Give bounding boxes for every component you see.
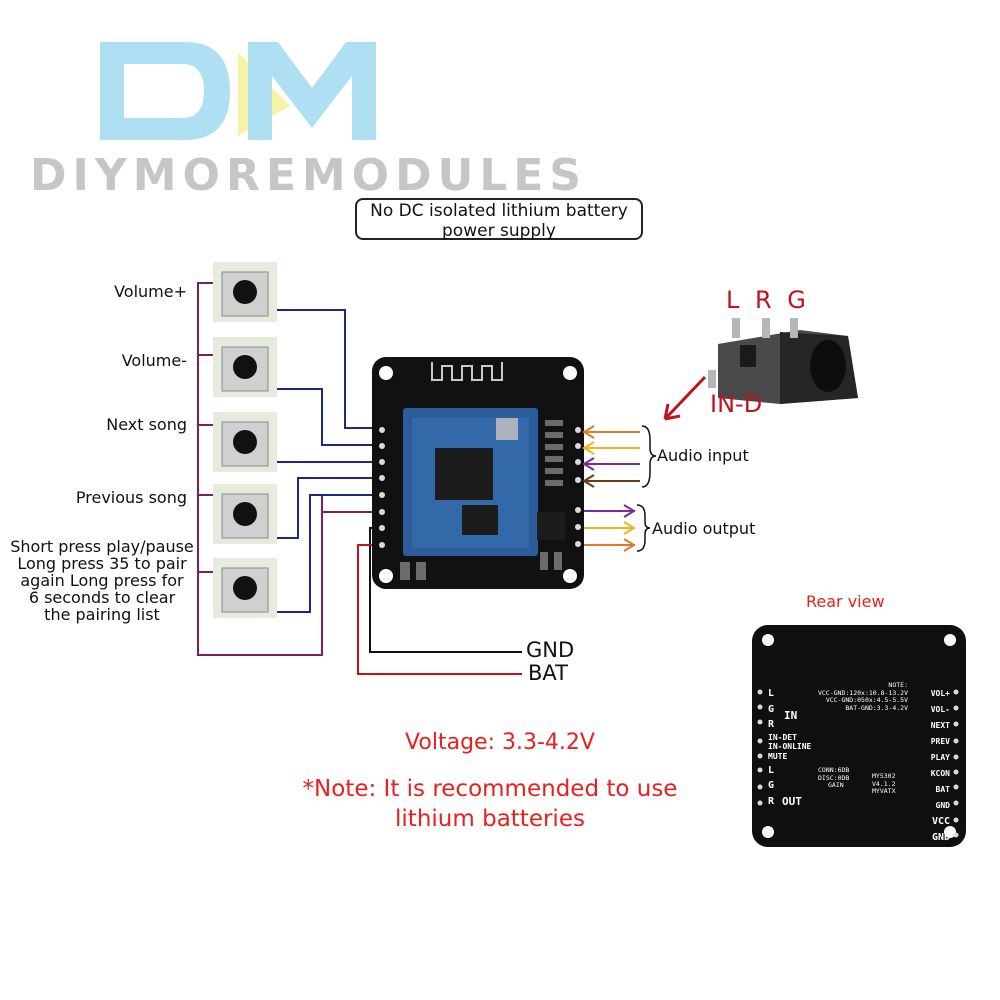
audio-input-arrows [582, 425, 657, 488]
label-gnd: GND [526, 638, 575, 662]
wire-prev [266, 477, 384, 539]
label-play-pause: Short press play/pause Long press 35 to … [10, 537, 194, 624]
main-board [372, 357, 584, 589]
button-next-img [213, 412, 277, 472]
callout-line-2: power supply [442, 221, 556, 241]
power-supply-callout: No DC isolated lithium battery power sup… [355, 198, 643, 241]
voltage-text: Voltage: 3.3-4.2V [405, 730, 595, 755]
button-volume-minus-img [213, 337, 277, 397]
audio-jack [708, 318, 858, 404]
wire-vol-plus [266, 309, 384, 429]
audio-output-arrows [584, 504, 651, 552]
rear-left-pins: L G R IN-DET IN-ONLINE MUTE L G R [768, 688, 812, 807]
jack-lrg-label: L R G [726, 286, 810, 314]
label-bat: BAT [528, 661, 568, 685]
wire-play [266, 494, 384, 613]
label-previous-song: Previous song [75, 488, 187, 507]
audio-input-label: Audio input [657, 446, 749, 465]
rear-right-pins: VOL+ VOL- NEXT PREV PLAY KCON BAT GND VC… [930, 689, 950, 843]
button-prev-img [213, 484, 277, 544]
logo-d-shape [100, 42, 230, 140]
rear-group-out: OUT [782, 795, 802, 808]
rear-group-in: IN [784, 709, 798, 722]
label-volume-plus: Volume+ [114, 282, 187, 301]
brand-name: DIYMOREMODULES [30, 150, 588, 201]
rear-chip-text: CONN:6DB DISC:0DB GAIN [818, 766, 850, 789]
rear-model-text: MY5302 V4.1.2 MYVATX [872, 772, 896, 795]
rear-note: NOTE: VCC-GND:120x:10.8-13.2V VCC-GND:05… [817, 681, 908, 712]
jack-arrow [663, 375, 707, 421]
rear-view-title: Rear view [806, 592, 885, 611]
note-line-1: *Note: It is recommended to use [302, 776, 678, 802]
wire-bat [357, 544, 522, 675]
rear-board [752, 625, 966, 847]
logo-m-shape [248, 42, 376, 140]
note-line-2: lithium batteries [395, 806, 585, 832]
wire-vol-minus [266, 388, 384, 446]
button-play-img [213, 558, 277, 618]
label-volume-minus: Volume- [121, 351, 187, 370]
brand-logo [100, 42, 376, 140]
callout-line-1: No DC isolated lithium battery [370, 201, 628, 221]
audio-output-label: Audio output [652, 519, 756, 538]
label-next-song: Next song [106, 415, 187, 434]
push-buttons [213, 262, 277, 618]
button-volume-plus-img [213, 262, 277, 322]
jack-ind-label: IN-D [710, 390, 763, 418]
